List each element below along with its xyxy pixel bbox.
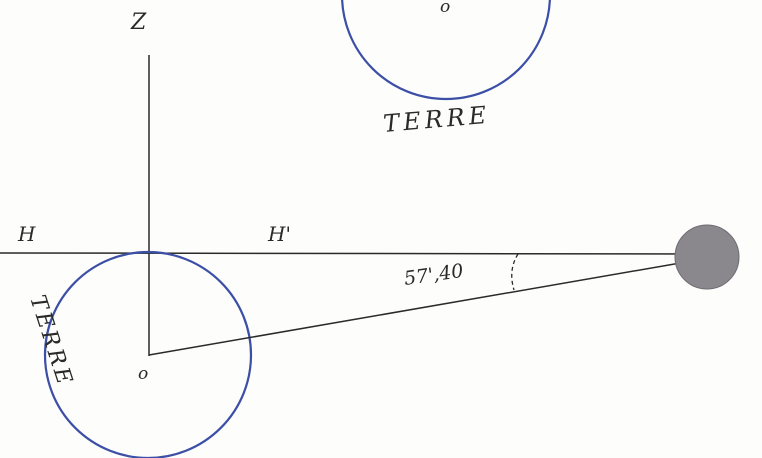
horizon-left-label: H	[17, 222, 36, 246]
earth-top-caption: TERRE	[382, 101, 491, 138]
horizon-right-label: H'	[267, 222, 291, 246]
earth-bottom-center-label: o	[138, 364, 148, 384]
earth-bottom-caption: TERRE	[24, 292, 77, 390]
earth-top-center-label: o	[440, 0, 450, 17]
horizon-line	[0, 252, 707, 255]
angle-label: 57',40	[403, 260, 465, 290]
earth-bottom-circle	[43, 250, 253, 458]
moon-disc	[674, 224, 740, 290]
zenith-label: Z	[130, 10, 147, 35]
angle-arc	[511, 253, 519, 291]
earth-top-circle	[341, 0, 551, 101]
sight-line	[148, 261, 687, 356]
